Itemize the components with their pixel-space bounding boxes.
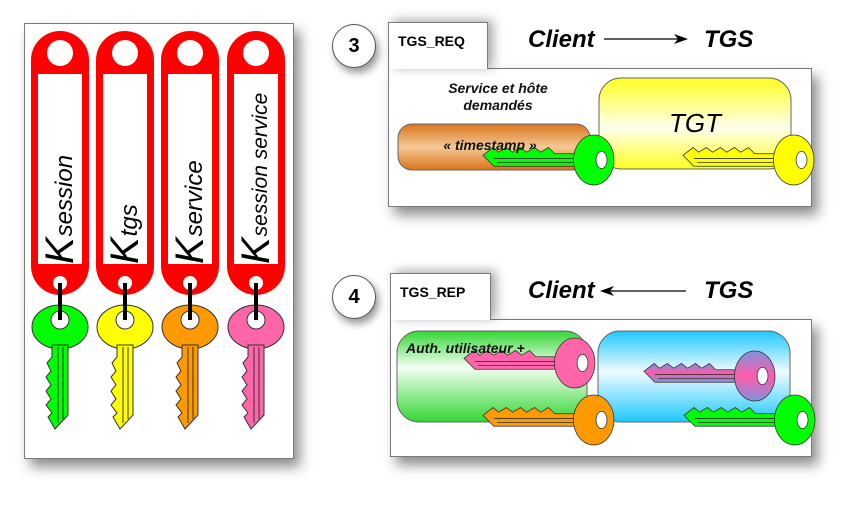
key-tag-4 [227,31,285,430]
tag-hole [47,40,73,66]
tag-label-window [168,74,212,264]
tgt-box [598,77,792,170]
step4-message-tab: TGS_REP [390,273,491,320]
tag-hole [243,40,269,66]
step3-from: Client [528,26,595,53]
step4-number-badge: 4 [332,275,376,319]
tag-label-window [38,74,82,264]
step4-from: Client [528,277,595,304]
arrow-right-icon [604,34,688,44]
step3-timestamp-label: « timestamp » [443,137,537,153]
step4-message-label: TGS_REP [400,284,466,300]
tag-hole [177,40,203,66]
tag-label-window [103,74,147,264]
step3-service-label: Service et hôte demandés [448,80,548,113]
step4-number: 4 [348,285,360,308]
key-tag-2 [96,31,154,430]
step3-message-tab: TGS_REQ [388,22,488,69]
step4-to: TGS [704,277,754,304]
step3-ticket-label: TGT [669,108,721,138]
step3-to: TGS [704,26,754,53]
arrow-left-icon [600,286,686,296]
step4-auth-label: Auth. utilisateur + [406,340,525,356]
tag-label-window [234,74,278,264]
tag-hole [112,40,138,66]
step3-number-badge: 3 [332,24,376,68]
key-tag-1 [31,31,89,430]
key-tag-3 [161,31,219,430]
step3-number: 3 [348,34,360,57]
step3-message-label: TGS_REQ [398,33,465,49]
